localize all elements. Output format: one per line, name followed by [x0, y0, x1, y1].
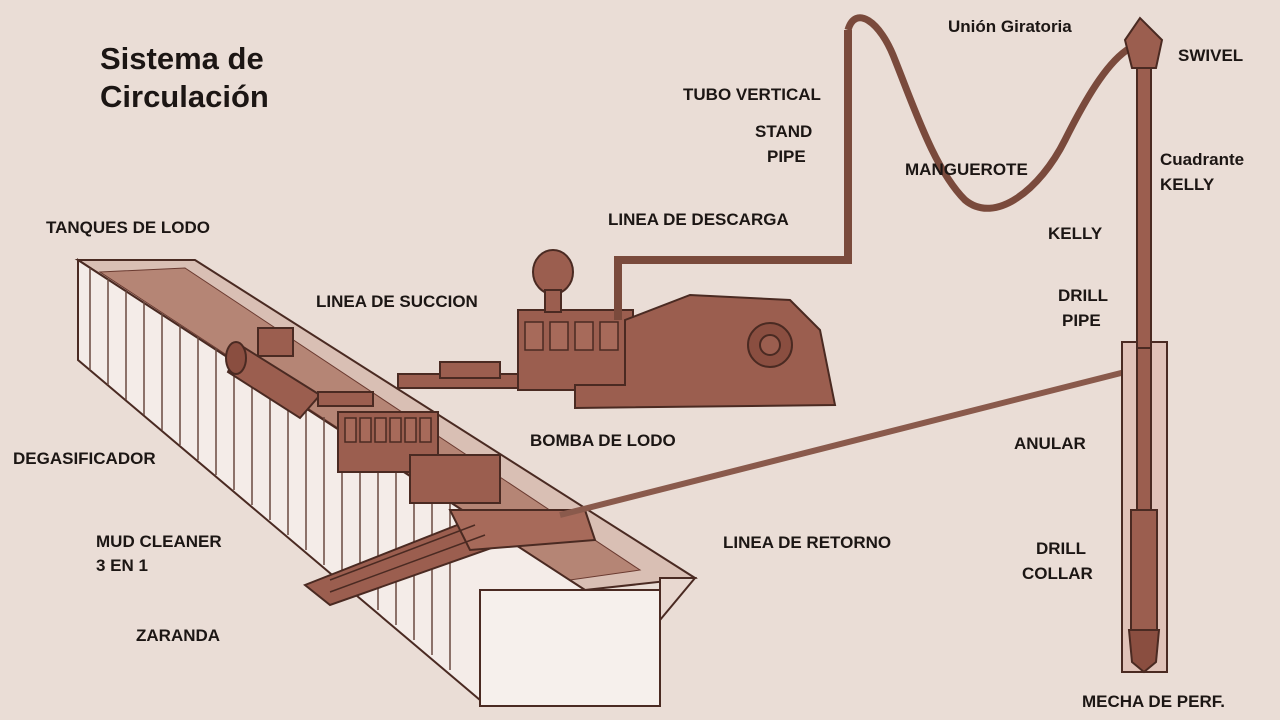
- label-drill-collar-1: DRILL: [1036, 539, 1087, 558]
- label-linea-succion: LINEA DE SUCCION: [316, 292, 478, 311]
- shale-shaker: [303, 509, 597, 607]
- label-drill-pipe-1: DRILL: [1058, 286, 1109, 305]
- degasser-cap: [225, 341, 247, 375]
- label-cuadrante-kelly: KELLY: [1160, 175, 1215, 194]
- label-mud-cleaner-1: MUD CLEANER: [96, 532, 222, 551]
- drill-pipe: [1136, 347, 1152, 514]
- label-drill-collar-2: COLLAR: [1022, 564, 1093, 583]
- title-line-1: Sistema de: [100, 41, 264, 76]
- degasser: [225, 327, 374, 420]
- mud-tank-end: [479, 589, 661, 707]
- mud-cleaner: [337, 411, 501, 504]
- label-tubo-vertical: TUBO VERTICAL: [683, 85, 821, 104]
- label-mud-cleaner-2: 3 EN 1: [96, 556, 148, 575]
- rotary-hose: [844, 14, 1132, 212]
- discharge-line: [614, 30, 852, 320]
- degasser-outlet: [317, 391, 374, 407]
- shaker-slats: [329, 524, 486, 593]
- drill-string: [1121, 16, 1168, 674]
- drill-collar: [1130, 509, 1158, 631]
- label-kelly: KELLY: [1048, 224, 1103, 243]
- label-manguerote: MANGUEROTE: [905, 160, 1028, 179]
- label-cuadrante: Cuadrante: [1160, 150, 1245, 169]
- label-linea-retorno: LINEA DE RETORNO: [723, 533, 892, 552]
- pump-cylinders: [524, 321, 619, 351]
- mud-pump: [517, 249, 837, 410]
- diagram-title: Sistema de Circulación: [100, 40, 269, 116]
- label-drill-pipe-2: PIPE: [1062, 311, 1101, 330]
- label-degasificador: DEGASIFICADOR: [13, 449, 156, 468]
- label-stand-pipe-2: PIPE: [767, 147, 806, 166]
- label-union-giratoria: Unión Giratoria: [948, 17, 1072, 36]
- return-line: [559, 369, 1126, 518]
- degasser-motor: [257, 327, 294, 357]
- swivel: [1123, 16, 1164, 69]
- label-zaranda: ZARANDA: [136, 626, 221, 645]
- label-mecha: MECHA DE PERF.: [1082, 692, 1225, 711]
- title-line-2: Circulación: [100, 79, 269, 114]
- label-linea-descarga: LINEA DE DESCARGA: [608, 210, 789, 229]
- label-tanques-lodo: TANQUES DE LODO: [46, 218, 211, 237]
- label-bomba-lodo: BOMBA DE LODO: [530, 431, 676, 450]
- kelly: [1136, 67, 1152, 349]
- label-stand-pipe-1: STAND: [755, 122, 813, 141]
- mud-tank-ribs: [89, 268, 451, 670]
- drill-bit: [1127, 629, 1161, 674]
- shaker-box: [448, 509, 597, 552]
- suction-line: [397, 361, 524, 389]
- mud-tank-end-edge: [659, 577, 698, 623]
- label-anular: ANULAR: [1014, 434, 1086, 453]
- label-swivel: SWIVEL: [1178, 46, 1244, 65]
- pump-dampener: [532, 249, 574, 295]
- mud-cleaner-cones: [344, 417, 432, 443]
- mud-cleaner-screen: [409, 454, 501, 504]
